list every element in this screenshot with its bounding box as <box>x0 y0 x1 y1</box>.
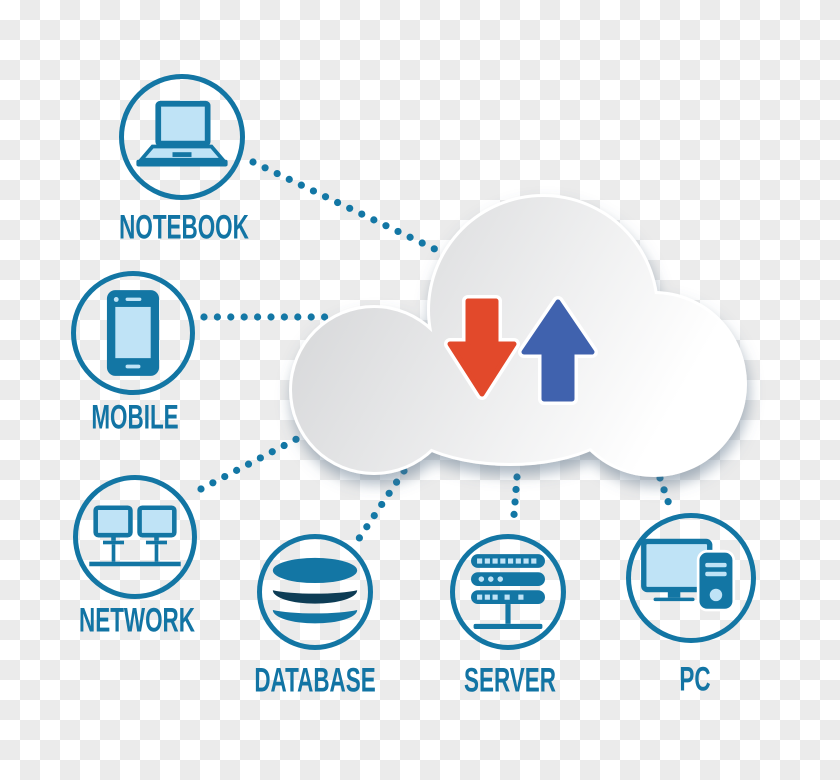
network-label: NETWORK <box>79 599 195 639</box>
server-circle <box>450 534 566 650</box>
mobile-circle <box>71 271 195 395</box>
smartphone-icon <box>106 290 160 376</box>
connector-network-cloud <box>197 428 314 493</box>
connector-notebook-cloud <box>249 158 447 257</box>
server-rack-icon <box>471 554 545 629</box>
notebook-circle <box>119 74 245 200</box>
pc-circle <box>626 513 756 643</box>
database-circle <box>257 534 373 650</box>
connector-cloud-pc <box>656 474 675 514</box>
connector-cloud-server <box>510 473 521 519</box>
desktop-pc-icon <box>641 538 736 612</box>
connector-lines <box>197 158 675 547</box>
cloud-body <box>292 197 744 474</box>
database-label: DATABASE <box>254 659 376 699</box>
laptop-icon <box>136 100 228 167</box>
database-icon <box>272 557 358 624</box>
download-arrow-icon <box>444 295 520 400</box>
notebook-label: NOTEBOOK <box>119 206 249 246</box>
mobile-label: MOBILE <box>91 396 179 436</box>
connector-cloud-database <box>352 467 408 547</box>
network-monitors-icon <box>89 505 181 567</box>
server-label: SERVER <box>464 659 556 699</box>
cloud-shape <box>289 194 747 477</box>
network-circle <box>73 475 197 599</box>
pc-label: PC <box>679 658 711 698</box>
upload-arrow-icon <box>518 296 598 405</box>
